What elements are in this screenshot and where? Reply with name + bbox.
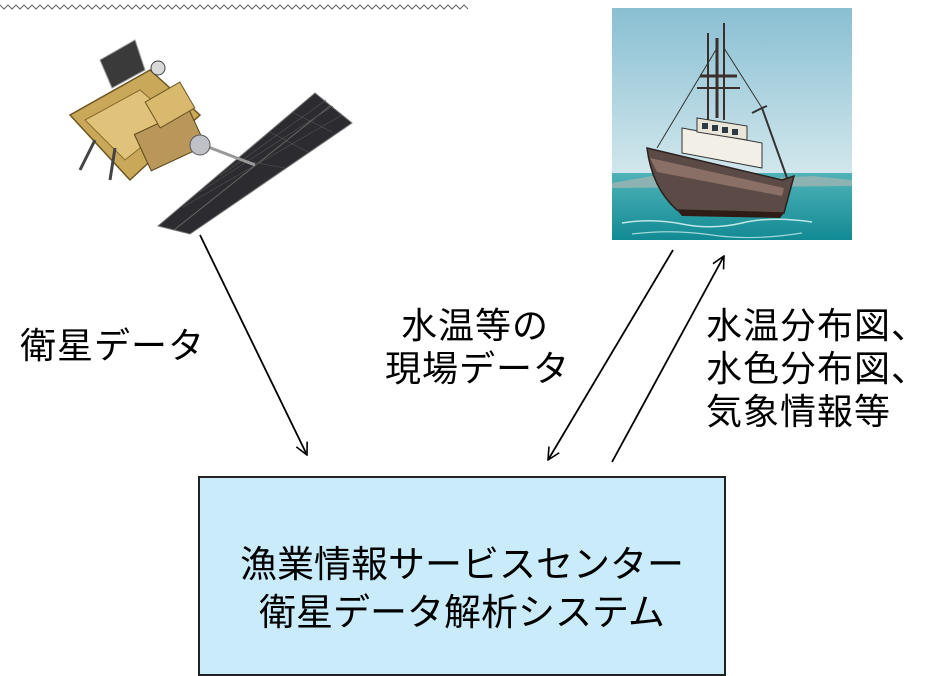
fishing-boat-icon [612,8,852,240]
products-label: 水温分布図、 水色分布図、 気象情報等 [706,305,928,434]
analysis-center-box: 漁業情報サービスセンター 衛星データ解析システム [198,476,726,676]
center-name-line2: 衛星データ解析システム [259,591,665,634]
center-name-line1: 漁業情報サービスセンター [240,543,684,586]
products-label-line3: 気象情報等 [706,392,892,433]
satellite-body [68,39,211,182]
products-label-line2: 水色分布図、 [706,349,929,390]
field-data-label-line2: 現場データ [385,349,571,390]
wavy-divider [0,4,469,10]
satellite-icon [68,39,353,235]
satellite-data-label: 衛星データ [20,326,206,367]
products-label-line1: 水温分布図、 [706,306,929,347]
field-data-label-line1: 水温等の [401,306,550,347]
arrow-satellite-to-center [199,234,307,455]
field-data-label: 水温等の 現場データ [385,305,570,391]
